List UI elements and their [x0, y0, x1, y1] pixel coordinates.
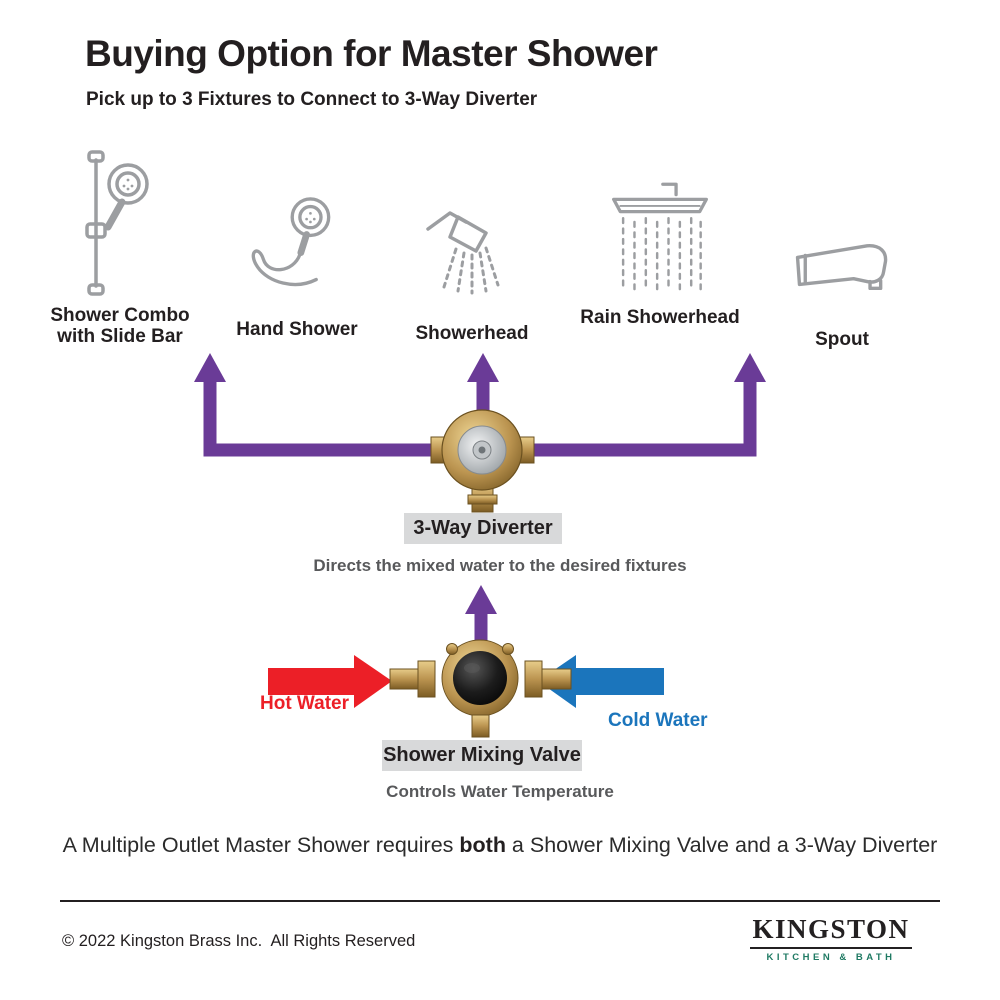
footnote: A Multiple Outlet Master Shower requires… [0, 833, 1000, 858]
hand-shower-icon [251, 197, 331, 287]
fixture-label: Hand Shower [236, 319, 358, 340]
flow-arrows [194, 353, 766, 708]
page-title: Buying Option for Master Shower [85, 33, 658, 74]
fixture-label: Spout [815, 329, 869, 350]
footer-divider [60, 900, 940, 902]
footnote-bold: both [459, 833, 506, 857]
mixing-valve-description: Controls Water Temperature [386, 782, 614, 801]
diverter-description: Directs the mixed water to the desired f… [313, 556, 687, 575]
spout-icon [795, 244, 888, 291]
fixture-hand-shower: Hand Shower [202, 140, 392, 340]
fixture-label: Rain Showerhead [580, 307, 740, 328]
fixture-shower-combo: Shower Combo with Slide Bar [25, 140, 215, 347]
showerhead-icon [426, 211, 500, 295]
mixing-valve-label: Shower Mixing Valve [382, 740, 582, 771]
shower-combo-slide-bar-icon [85, 150, 149, 296]
fixture-spout: Spout [747, 140, 937, 350]
fixture-showerhead: Showerhead [377, 140, 567, 344]
three-way-diverter-illustration [430, 409, 535, 513]
fixture-label: Showerhead [415, 323, 529, 344]
footnote-prefix: A Multiple Outlet Master Shower requires [62, 833, 460, 857]
fixture-rain-showerhead: Rain Showerhead [565, 140, 755, 328]
kingston-logo: KINGSTON KITCHEN & BATH [750, 914, 912, 963]
hot-water-label: Hot Water [260, 693, 350, 714]
rain-showerhead-icon [612, 182, 708, 292]
shower-mixing-valve-illustration [389, 639, 572, 738]
cold-water-label: Cold Water [608, 710, 708, 731]
copyright-text: © 2022 Kingston Brass Inc. All Rights Re… [62, 932, 416, 950]
fixture-label: Shower Combo with Slide Bar [50, 305, 190, 347]
brand-subtitle: KITCHEN & BATH [766, 952, 896, 963]
diverter-label: 3-Way Diverter [404, 513, 562, 544]
brand-name: KINGSTON [750, 914, 912, 949]
footnote-suffix: a Shower Mixing Valve and a 3-Way Divert… [505, 833, 938, 857]
page-subtitle: Pick up to 3 Fixtures to Connect to 3-Wa… [86, 89, 538, 110]
